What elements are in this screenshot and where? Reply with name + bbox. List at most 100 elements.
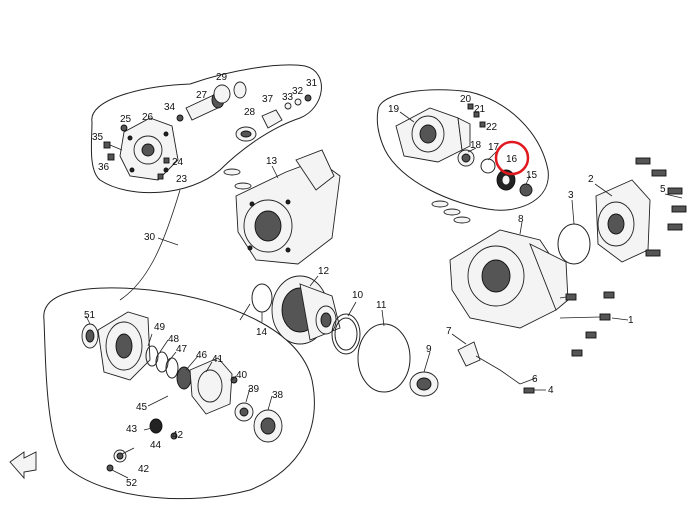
bolt-36	[107, 153, 115, 161]
label-25: 25	[120, 114, 132, 125]
rings-45-48	[145, 345, 179, 379]
ring-gear-12	[271, 275, 341, 345]
label-42a: 42	[172, 430, 184, 441]
group-outline-top-right	[376, 89, 549, 211]
ring-29	[213, 84, 231, 104]
block-37	[261, 109, 283, 129]
label-47: 47	[176, 344, 188, 355]
label-30: 30	[144, 232, 156, 243]
label-4: 4	[548, 385, 554, 396]
bolt-4	[523, 387, 535, 394]
clip-17	[480, 158, 496, 174]
housing-49	[97, 311, 151, 381]
housing-26	[119, 117, 179, 181]
label-28: 28	[244, 107, 256, 118]
housing-8	[449, 229, 569, 329]
label-12: 12	[318, 266, 330, 277]
label-41: 41	[212, 354, 224, 365]
label-24: 24	[172, 157, 184, 168]
label-29: 29	[216, 72, 228, 83]
label-44: 44	[150, 440, 162, 451]
label-46: 46	[196, 350, 208, 361]
label-37: 37	[262, 94, 274, 105]
ring-10	[331, 313, 361, 355]
washer-32	[294, 98, 302, 106]
part-number-labels: 1 2 3 4 5 6 7 8 9 10 11 12 13 14 15 16 1…	[84, 72, 666, 489]
leader-30	[157, 237, 179, 246]
label-20: 20	[460, 94, 472, 105]
group-outline-top-left	[90, 64, 322, 194]
direction-arrow-icon	[9, 451, 37, 480]
o-ring-11	[357, 323, 411, 393]
nut-40	[230, 376, 238, 384]
bolt-24	[163, 157, 170, 164]
bearing-18	[457, 149, 475, 167]
o-ring-3	[557, 223, 591, 265]
nut-31	[304, 94, 312, 102]
seal-34	[176, 114, 184, 122]
housing-41	[189, 357, 233, 415]
seal-38	[253, 409, 283, 443]
sensor-7	[457, 341, 521, 385]
label-17: 17	[488, 142, 500, 153]
bearing-9	[409, 371, 439, 397]
label-7: 7	[446, 326, 452, 337]
nut-25	[120, 124, 128, 132]
label-26: 26	[142, 112, 154, 123]
nut-15	[519, 183, 533, 197]
label-33: 33	[282, 92, 294, 103]
label-2: 2	[588, 174, 594, 185]
label-38: 38	[272, 390, 284, 401]
housing-13	[235, 149, 341, 265]
cover-2	[595, 179, 651, 263]
bolts-1	[559, 291, 615, 357]
label-21: 21	[474, 104, 486, 115]
label-35: 35	[92, 132, 104, 143]
label-45: 45	[136, 402, 148, 413]
label-42b: 42	[138, 464, 150, 475]
group-outline-bottom-left	[43, 287, 315, 500]
bolts-5	[635, 157, 687, 257]
label-40: 40	[236, 370, 248, 381]
ring-30-top	[233, 81, 247, 99]
label-1: 1	[628, 315, 634, 326]
label-51: 51	[84, 310, 96, 321]
shim-14	[251, 283, 273, 313]
label-49: 49	[154, 322, 166, 333]
label-19: 19	[388, 104, 400, 115]
label-15: 15	[526, 170, 538, 181]
bearing-39	[234, 402, 254, 422]
label-32: 32	[292, 86, 304, 97]
washer-33	[284, 102, 292, 110]
label-18: 18	[470, 140, 482, 151]
gear-46	[176, 366, 192, 390]
label-23: 23	[176, 174, 188, 185]
label-31: 31	[306, 78, 318, 89]
o-rings-right	[431, 200, 471, 224]
label-16: 16	[506, 154, 518, 165]
label-22: 22	[486, 122, 498, 133]
gear-44	[113, 449, 127, 463]
bolt-23	[157, 173, 164, 180]
label-13: 13	[266, 156, 278, 167]
label-34: 34	[164, 102, 176, 113]
label-39: 39	[248, 384, 260, 395]
highlight-circle	[494, 140, 530, 176]
label-27: 27	[196, 90, 208, 101]
label-5: 5	[660, 184, 666, 195]
label-10: 10	[352, 290, 364, 301]
label-9: 9	[426, 344, 432, 355]
seal-51	[81, 323, 99, 349]
label-52: 52	[126, 478, 138, 489]
label-6: 6	[532, 374, 538, 385]
label-11: 11	[376, 300, 387, 311]
washer-52	[106, 464, 114, 472]
bolt-35	[103, 141, 123, 151]
housing-19	[395, 107, 471, 163]
label-43: 43	[126, 424, 138, 435]
link-line-30	[119, 189, 181, 301]
bolts-20-22	[467, 103, 486, 128]
bearing-28	[235, 126, 257, 142]
leader-lines	[85, 111, 683, 479]
